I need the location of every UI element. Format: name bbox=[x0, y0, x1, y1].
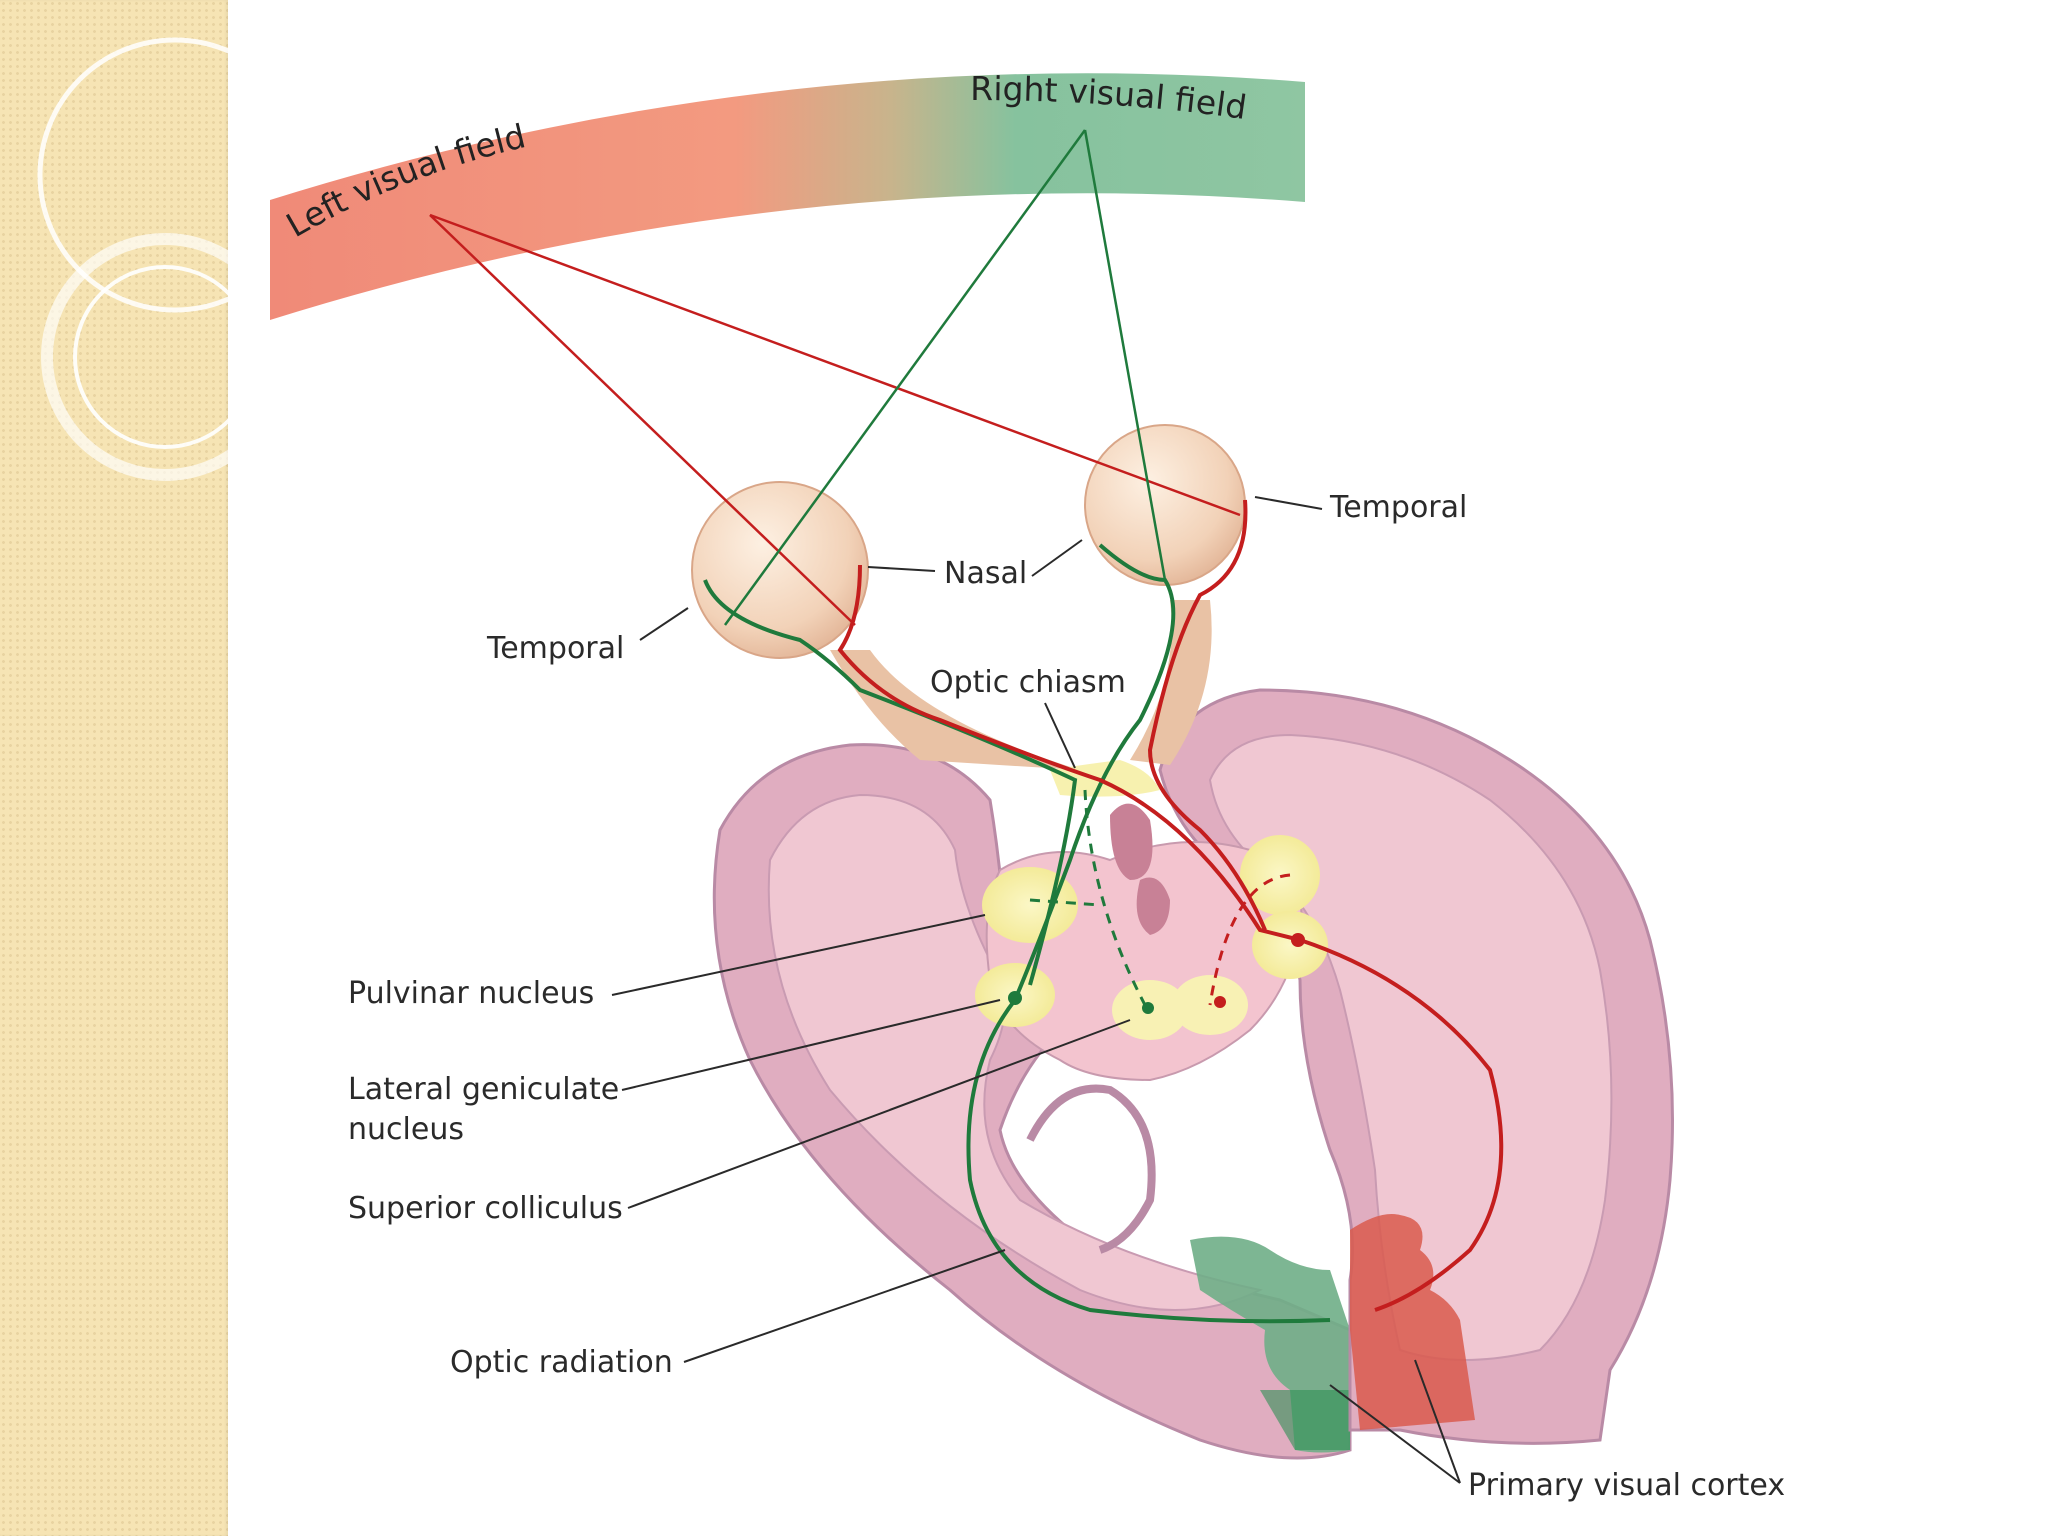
pulvinar-nucleus-label: Pulvinar nucleus bbox=[348, 976, 594, 1011]
pulvinar-nucleus-right bbox=[1240, 835, 1320, 915]
right-eye bbox=[1084, 424, 1246, 765]
synapses bbox=[1008, 933, 1305, 1014]
leader-line bbox=[611, 914, 986, 996]
leader-line bbox=[1044, 702, 1076, 769]
temporal-right-label: Temporal bbox=[1329, 490, 1467, 525]
left-field-pathway bbox=[837, 499, 1504, 1312]
left-hemisphere bbox=[712, 743, 1352, 1460]
leader-line bbox=[1329, 1384, 1461, 1484]
diagram-labels: Temporal Nasal Temporal Optic chiasm Pul… bbox=[348, 490, 1785, 1503]
optic-chiasm-label: Optic chiasm bbox=[930, 665, 1126, 700]
thalamus-nuclei bbox=[975, 803, 1328, 1082]
superior-colliculus-label: Superior colliculus bbox=[348, 1191, 623, 1226]
lateral-geniculate-right bbox=[1252, 911, 1328, 979]
lateral-geniculate-label: Lateral geniculate bbox=[348, 1072, 619, 1107]
leader-line bbox=[867, 566, 936, 572]
leader-line bbox=[1414, 1359, 1461, 1484]
primary-visual-cortex-right bbox=[1350, 1214, 1475, 1430]
leader-line bbox=[1031, 539, 1083, 577]
leader-line bbox=[1254, 496, 1323, 510]
lateral-geniculate-label-line2: nucleus bbox=[348, 1112, 464, 1147]
visual-field-band bbox=[270, 73, 1305, 320]
leader-line bbox=[621, 999, 1001, 1091]
visual-rays bbox=[429, 129, 1241, 626]
leader-line bbox=[627, 1019, 1131, 1209]
primary-visual-cortex-label: Primary visual cortex bbox=[1468, 1468, 1785, 1503]
slide-sidebar bbox=[0, 0, 313, 1536]
temporal-left-label: Temporal bbox=[486, 631, 624, 666]
optic-radiation-label: Optic radiation bbox=[450, 1345, 673, 1380]
nasal-label: Nasal bbox=[944, 556, 1027, 591]
leader-line bbox=[683, 1249, 1006, 1363]
leader-line bbox=[639, 607, 689, 641]
